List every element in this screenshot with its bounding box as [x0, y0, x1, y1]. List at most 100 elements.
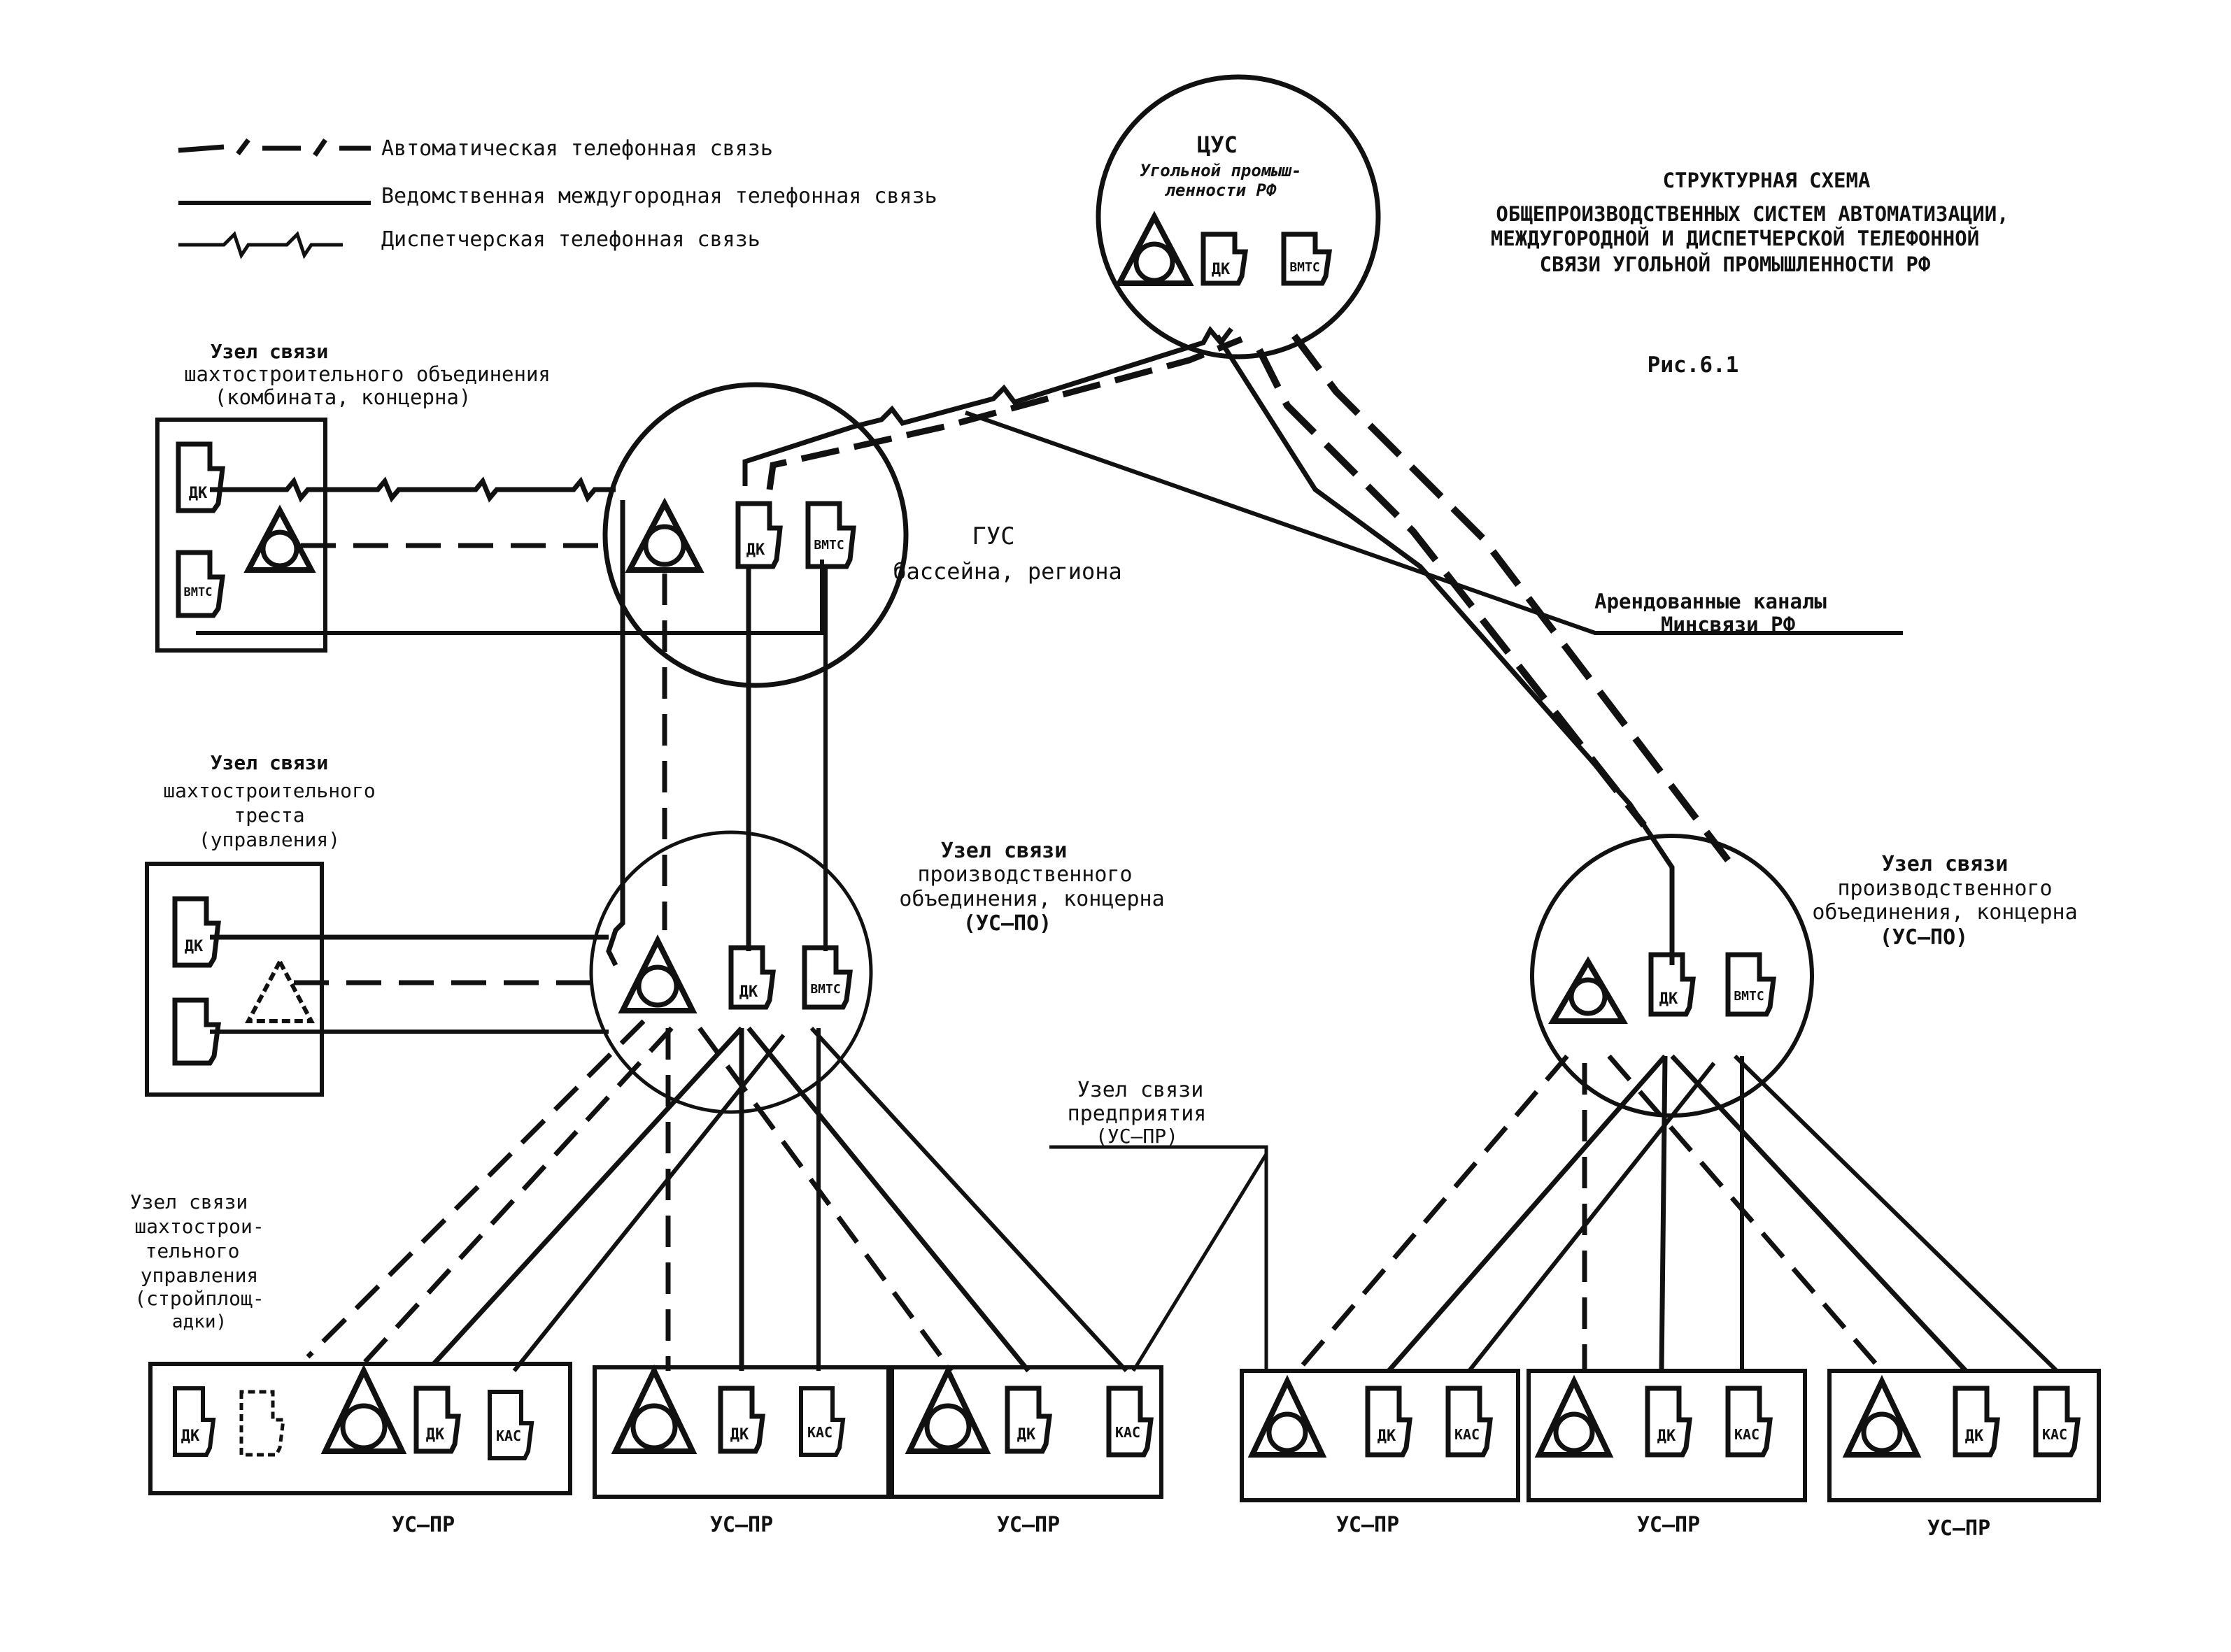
- ats-triangle-icon: [245, 957, 315, 1023]
- uspo-right-dk-label: ДК: [1659, 990, 1678, 1008]
- gus-circle: [602, 382, 909, 688]
- mine-union-line-3: (комбината, концерна): [215, 385, 472, 409]
- box3-kas-device: КАС: [1106, 1386, 1154, 1458]
- vmts-device-icon: [805, 501, 856, 569]
- gus-line-2: бассейна, региона: [893, 558, 1122, 585]
- dk-device-icon: [413, 1386, 461, 1454]
- box4-kas-device: КАС: [1445, 1386, 1493, 1458]
- link-uspo-right-dk-2: [1659, 1055, 1668, 1372]
- uspr-line-1: Узел связи: [1077, 1078, 1204, 1102]
- box5-kas-device: КАС: [1725, 1386, 1773, 1458]
- link-cus-gus-auto: [766, 336, 1243, 490]
- mine-union-vmts-device: ВМТС: [176, 550, 225, 618]
- dk-device-icon: [173, 1386, 216, 1457]
- enterprise-box-1: [148, 1362, 572, 1495]
- box2-ats-symbol: [611, 1364, 697, 1454]
- ats-circle-icon: [1861, 1411, 1903, 1453]
- enterprise-box-2: [593, 1365, 891, 1499]
- uspr-line-2: предприятия: [1068, 1102, 1207, 1126]
- enterprise-box-6: [1827, 1369, 2101, 1502]
- vmts-device-icon: [1281, 232, 1333, 286]
- link-uspo-right-vmts-1: [1733, 1054, 2059, 1373]
- uspr-label-1: УС–ПР: [392, 1513, 455, 1537]
- enterprise-box-4: [1240, 1369, 1520, 1502]
- uspo-right-line-4: (УС–ПО): [1880, 925, 1968, 950]
- uspr-label-2: УС–ПР: [710, 1513, 773, 1537]
- link-uspo-left-to-pr1: [355, 1026, 674, 1373]
- cus-vmts-device: ВМТС: [1281, 232, 1333, 286]
- ats-circle-icon: [1553, 1411, 1595, 1453]
- mine-trust-line-3: треста: [234, 804, 304, 827]
- mine-trust-box: [145, 862, 324, 1097]
- cus-title: ЦУС: [1197, 131, 1238, 158]
- ats-triangle-icon: [618, 934, 697, 1013]
- enterprise-box-5: [1527, 1369, 1807, 1502]
- ats-circle-icon: [924, 1403, 972, 1451]
- uspo-right-node: Узел связи производственного объединения…: [1530, 834, 2078, 1118]
- gus-line-1: ГУС: [972, 522, 1014, 550]
- ats-triangle-icon: [611, 1364, 697, 1454]
- title-block: СТРУКТУРНАЯ СХЕМА ОБЩЕПРОИЗВОДСТВЕННЫХ С…: [1491, 169, 2009, 378]
- cus-line-1: Угольной промыш-: [1140, 161, 1301, 180]
- mine-trust-ats-symbol: [245, 957, 315, 1023]
- vmts-device-icon: [1725, 952, 1776, 1017]
- mine-union-box: [155, 418, 327, 653]
- uspo-right-vmts-label: ВМТС: [1734, 989, 1764, 1004]
- uspo-right-line-1: Узел связи: [1882, 852, 2009, 876]
- gus-ats-symbol: [625, 497, 704, 573]
- dk-device-icon: [728, 945, 776, 1010]
- box1-kas-label: КАС: [496, 1427, 521, 1444]
- box4-kas-label: КАС: [1454, 1426, 1480, 1443]
- link-uspo-left-vmts-3: [512, 1034, 786, 1372]
- gus-vmts-device: ВМТС: [805, 501, 856, 569]
- link-uspo-right-vmts-3: [1467, 1062, 1716, 1372]
- link-uspo-left-vmts-1: [809, 1026, 1128, 1373]
- box2-dk-label: ДК: [730, 1426, 749, 1444]
- dk-device-icon: [1953, 1386, 2000, 1458]
- uspr-label-5: УС–ПР: [1637, 1513, 1700, 1537]
- uspo-left-line-4: (УС–ПО): [963, 911, 1051, 936]
- kas-device-icon: [1106, 1386, 1154, 1458]
- dk-device-icon: [1648, 952, 1696, 1017]
- uspr-line-3: (УС–ПР): [1096, 1125, 1178, 1148]
- box1-dk-device: ДК: [173, 1386, 216, 1457]
- uspr-label-4: УС–ПР: [1336, 1513, 1399, 1537]
- uspo-left-vmts-label: ВМТС: [810, 982, 840, 997]
- network-links: [196, 325, 2059, 1373]
- link-cus-uspo-right-auto-a: [1256, 348, 1647, 828]
- gus-dk-device: ДК: [735, 501, 783, 569]
- box3-kas-label: КАС: [1115, 1424, 1140, 1441]
- ats-circle-icon: [1568, 977, 1608, 1016]
- uspo-right-circle: [1530, 834, 1814, 1118]
- link-leased-channels: [965, 411, 1903, 635]
- mine-union-node: Узел связи шахтостроительного объединени…: [155, 340, 551, 653]
- ats-triangle-icon: [1247, 1374, 1327, 1458]
- uspo-right-line-3: объединения, концерна: [1812, 900, 2077, 925]
- cus-circle: [1096, 74, 1381, 359]
- uspo-left-line-3: объединения, концерна: [899, 887, 1164, 911]
- uspo-left-vmts-device: ВМТС: [802, 945, 853, 1010]
- mine-mgmt-line-4: управления: [141, 1264, 259, 1287]
- mine-trust-dk-device: ДК: [172, 896, 221, 968]
- box1-dk-device-2: ДК: [413, 1386, 461, 1454]
- link-uspo-left-to-pr3: [697, 1026, 954, 1373]
- mine-trust-line-2: шахтостроительного: [163, 779, 375, 802]
- uspo-right-ats-symbol: [1548, 956, 1628, 1024]
- mine-union-line-1: Узел связи: [211, 340, 329, 363]
- link-uspo-right-dk-1: [1387, 1054, 1667, 1373]
- mine-union-dk-device: ДК: [176, 441, 225, 513]
- box1-dk-label: ДК: [181, 1427, 200, 1445]
- ats-circle-icon: [1266, 1411, 1308, 1453]
- ats-triangle-icon: [625, 497, 704, 573]
- uspo-left-line-2: производственного: [917, 862, 1132, 887]
- link-uspo-right-dk-3: [1670, 1054, 1968, 1373]
- uspo-left-ats-symbol: [618, 934, 697, 1013]
- box3-ats-symbol: [905, 1364, 991, 1454]
- box1-ats-symbol: [320, 1364, 407, 1454]
- mine-mgmt-line-1: Узел связи: [130, 1190, 248, 1213]
- link-uspo-right-to-pr6: [1607, 1054, 1884, 1373]
- link-union-gus-trunk: [196, 560, 824, 635]
- mine-trust-dk-label: ДК: [185, 938, 204, 955]
- link-cus-uspo-right-auto-b: [1291, 334, 1731, 863]
- vmts-device-icon: [802, 945, 853, 1010]
